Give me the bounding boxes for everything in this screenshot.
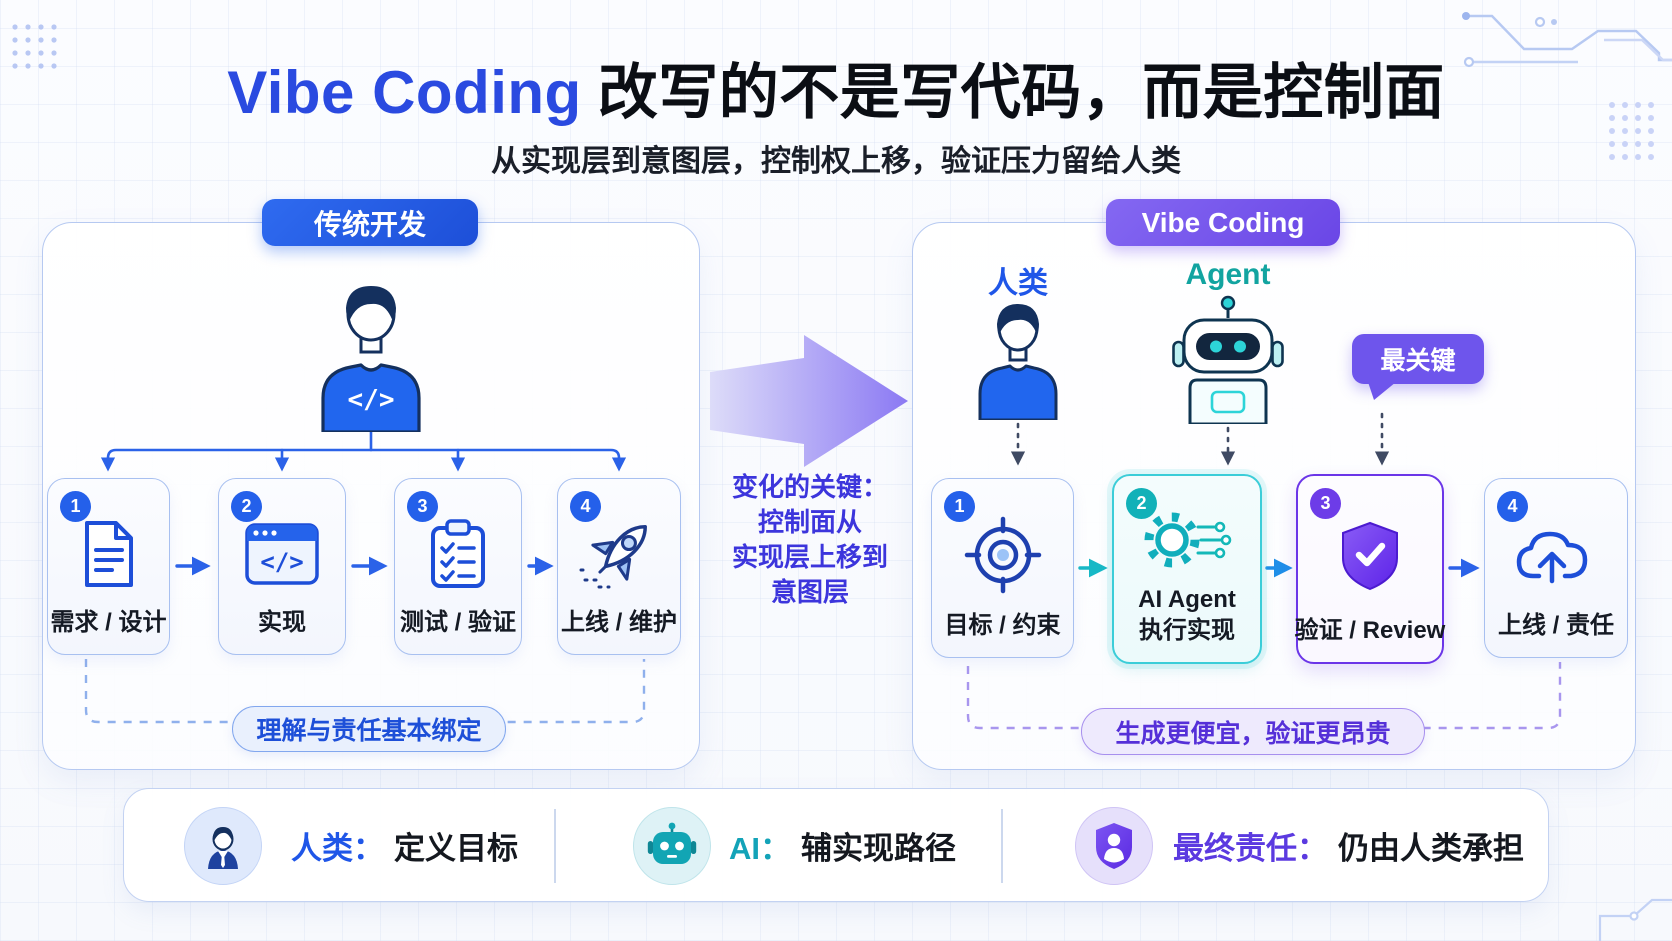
shirt-code-glyph: </> [348, 385, 395, 415]
person-avatar-icon [184, 807, 262, 885]
step-label: 测试 / 验证 [399, 609, 516, 636]
dot-grid-top-right [1609, 102, 1654, 160]
transition-line: 实现层上移到 [731, 542, 888, 572]
legend-desc: 仍由人类承担 [1338, 830, 1524, 866]
legend-desc: 定义目标 [394, 830, 518, 866]
step-number-badge: 3 [407, 491, 438, 522]
title-rest: 改写的不是写代码，而是控制面 [597, 59, 1445, 126]
transition-caption: 变化的关键： 控制面从 实现层上移到 意图层 [712, 470, 908, 610]
step-box-testing: 3 测试 / 验证 [394, 478, 522, 655]
gear-circuit-icon [1138, 476, 1236, 584]
transition-line: 控制面从 [757, 507, 862, 537]
step-box-verify-review: 3 验证 / Review [1294, 474, 1446, 664]
step-label: 上线 / 责任 [1497, 612, 1614, 639]
vibe-coding-header: Vibe Coding [1106, 199, 1340, 246]
transition-line: 意图层 [770, 577, 849, 607]
step-number-badge: 1 [944, 491, 975, 522]
legend-divider [554, 809, 556, 883]
step-label: 需求 / 设计 [50, 609, 167, 636]
vibe-footnote: 生成更便宜，验证更昂贵 [1081, 708, 1425, 755]
page-subtitle: 从实现层到意图层，控制权上移，验证压力留给人类 [491, 145, 1181, 178]
legend-bar: 人类： 定义目标 AI： 辅实现路径 [123, 788, 1549, 902]
step-label: 目标 / 约束 [944, 612, 1061, 639]
code-window-icon: </> [245, 479, 319, 608]
step-box-launch-maintain: 4 上线 / 维护 [557, 478, 681, 655]
step-number-badge: 2 [231, 491, 262, 522]
human-label: 人类 [988, 267, 1048, 300]
legend-item-ai: AI： 辅实现路径 [729, 789, 956, 901]
agent-label: Agent [1185, 258, 1271, 291]
transition-line: 变化的关键： [731, 472, 888, 502]
step-box-implementation: 2 </> 实现 [218, 478, 346, 655]
legend-term: AI： [729, 830, 791, 866]
legend-divider [1001, 809, 1003, 883]
step-number-badge: 1 [60, 491, 91, 522]
human-icon [978, 304, 1058, 420]
step-label-line1: AI Agent [1138, 586, 1236, 613]
dot-grid-top-left [12, 24, 57, 69]
checklist-icon [428, 479, 488, 608]
step-label: 验证 / Review [1294, 617, 1446, 644]
circuit-trace-bottom-right [1598, 898, 1672, 941]
traditional-dev-header: 传统开发 [262, 199, 478, 246]
shield-user-icon [1075, 807, 1153, 885]
step-box-goals: 1 目标 / 约束 [931, 478, 1074, 658]
circuit-nodes [1462, 12, 1557, 68]
step-box-requirements: 1 需求 / 设计 [47, 478, 170, 655]
key-point-callout: 最关键 [1352, 334, 1484, 400]
step-label: 上线 / 维护 [560, 609, 677, 636]
step-label: 实现 [258, 609, 306, 636]
rocket-icon [577, 479, 661, 608]
step-box-launch-responsibility: 4 上线 / 责任 [1484, 478, 1628, 658]
title-brand: Vibe Coding [227, 59, 582, 126]
shield-check-icon [1338, 476, 1402, 616]
document-icon [78, 479, 140, 608]
traditional-footnote: 理解与责任基本绑定 [232, 706, 506, 752]
legend-term: 最终责任： [1173, 830, 1328, 866]
circuit-trace-top-right [1466, 14, 1672, 64]
robot-icon [633, 807, 711, 885]
step-number-badge: 3 [1310, 488, 1341, 519]
step-label: AI Agent 执行实现 [1138, 584, 1236, 662]
legend-desc: 辅实现路径 [801, 830, 956, 866]
code-glyph: </> [260, 548, 303, 576]
step-number-badge: 4 [570, 491, 601, 522]
target-icon [964, 479, 1042, 611]
step-number-badge: 2 [1126, 488, 1157, 519]
transition-arrow [710, 335, 908, 467]
cloud-upload-icon [1513, 479, 1599, 611]
legend-item-human: 人类： 定义目标 [291, 789, 518, 901]
step-box-ai-agent: 2 AI Agent 执行实现 [1112, 474, 1262, 664]
developer-icon: </> [321, 286, 421, 432]
step-label-line2: 执行实现 [1139, 617, 1235, 644]
agent-robot-icon [1172, 295, 1284, 424]
step-number-badge: 4 [1497, 491, 1528, 522]
legend-item-responsibility: 最终责任： 仍由人类承担 [1173, 789, 1524, 901]
legend-term: 人类： [291, 830, 384, 866]
